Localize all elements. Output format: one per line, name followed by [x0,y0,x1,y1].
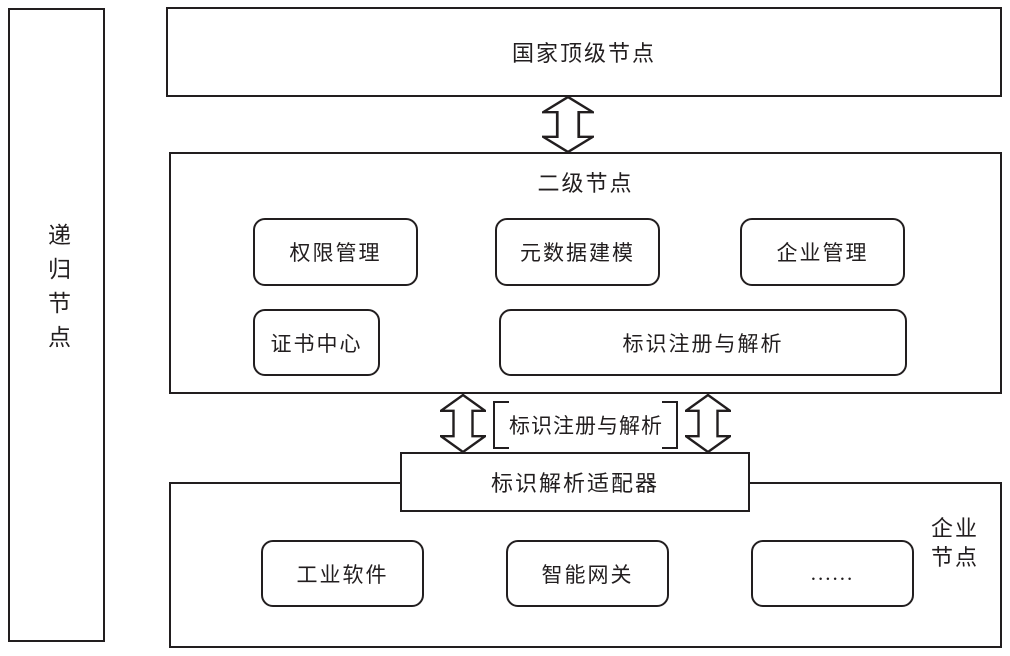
link-label: 标识注册与解析 [509,401,663,449]
id-resolution-adapter-box: 标识解析适配器 [400,452,750,512]
module-ellipsis-label: ...... [810,561,855,585]
link-label-text: 标识注册与解析 [509,414,663,438]
national-top-node-label: 国家顶级节点 [511,41,656,66]
module-metadata-modeling: 元数据建模 [495,218,660,286]
module-enterprise-management-label: 企业管理 [776,241,869,265]
module-smart-gateway-label: 智能网关 [541,562,634,587]
module-permission-management: 权限管理 [253,218,418,286]
link-label-right-bracket [662,401,678,449]
module-certificate-center: 证书中心 [253,309,380,376]
module-certificate-center-label: 证书中心 [270,331,363,356]
module-ellipsis: ...... [751,540,914,607]
module-smart-gateway: 智能网关 [506,540,669,607]
module-id-registration-resolution-label: 标识注册与解析 [622,331,784,356]
double-arrow-icon [685,394,731,453]
link-label-left-bracket [493,401,509,449]
module-id-registration-resolution: 标识注册与解析 [499,309,907,376]
second-level-node-title: 二级节点 [537,171,634,196]
module-industrial-software: 工业软件 [261,540,424,607]
recursive-node-label: 递归节点 [44,223,70,359]
enterprise-node-title: 企业节点 [931,516,980,570]
id-resolution-adapter-label: 标识解析适配器 [490,471,659,496]
module-permission-management-label: 权限管理 [289,241,382,265]
second-level-node-box: 二级节点 权限管理 元数据建模 企业管理 证书中心 标识注册与解析 [169,152,1002,394]
module-industrial-software-label: 工业软件 [296,562,389,587]
module-metadata-modeling-label: 元数据建模 [520,241,635,265]
double-arrow-icon [542,96,594,153]
national-top-node-box: 国家顶级节点 [166,7,1002,97]
double-arrow-icon [440,394,486,453]
recursive-node-box: 递归节点 [8,8,105,642]
module-enterprise-management: 企业管理 [740,218,905,286]
